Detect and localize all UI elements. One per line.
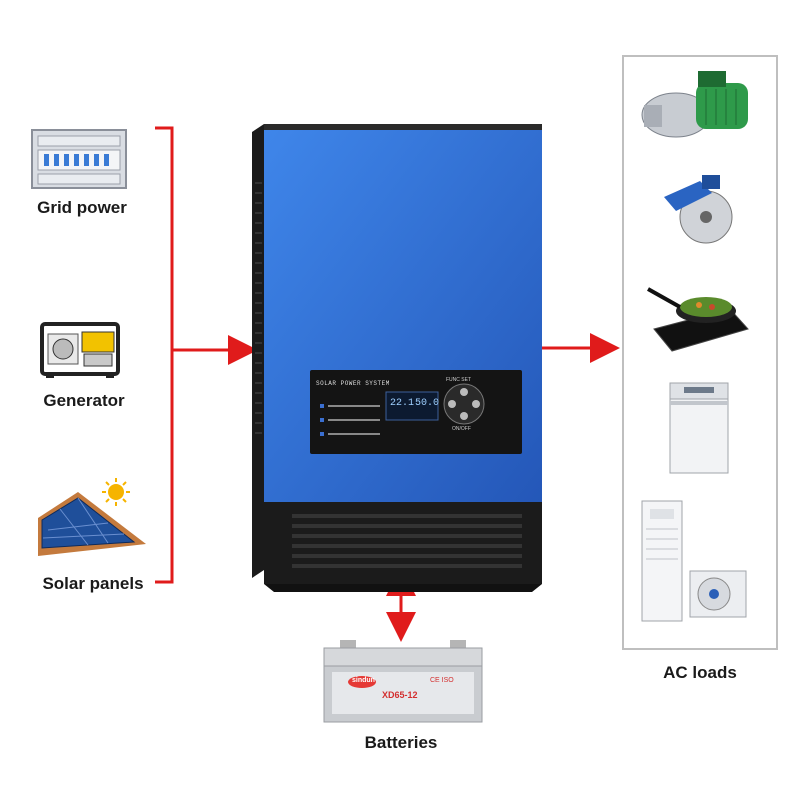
breaker-panel-icon — [31, 129, 127, 189]
air-conditioner-icon — [641, 500, 747, 622]
battery-cert: CE ISO — [430, 677, 454, 684]
sources-bracket — [155, 126, 174, 584]
washing-machine-icon — [669, 382, 729, 474]
grid-power-label: Grid power — [37, 198, 127, 217]
induction-cooker-icon — [647, 287, 749, 352]
water-pump-icon — [641, 71, 748, 138]
solar-panels-label: Solar panels — [42, 574, 144, 593]
lcd-left-value: 22.1 — [390, 398, 415, 409]
ac-loads-box — [622, 55, 778, 650]
angle-grinder-icon — [664, 175, 733, 244]
inverter: SOLAR POWER SYSTEM 22.1 50.0 FUNC SET ON… — [252, 122, 544, 592]
lcd-right-value: 50.0 — [415, 398, 440, 409]
ac-loads-label: AC loads — [663, 663, 737, 682]
inverter-body — [252, 124, 542, 592]
generator-label: Generator — [43, 391, 125, 410]
battery-brand: sindun — [352, 677, 375, 684]
batteries-label: Batteries — [364, 733, 438, 752]
panel-title: SOLAR POWER SYSTEM — [316, 380, 390, 387]
onoff-label: ON/OFF — [452, 426, 471, 432]
battery-model: XD65-12 — [382, 690, 418, 700]
generator-icon — [40, 322, 120, 378]
battery-icon — [323, 640, 483, 723]
button-ring-label: FUNC SET — [446, 377, 471, 383]
solar-panel-icon — [38, 478, 146, 556]
